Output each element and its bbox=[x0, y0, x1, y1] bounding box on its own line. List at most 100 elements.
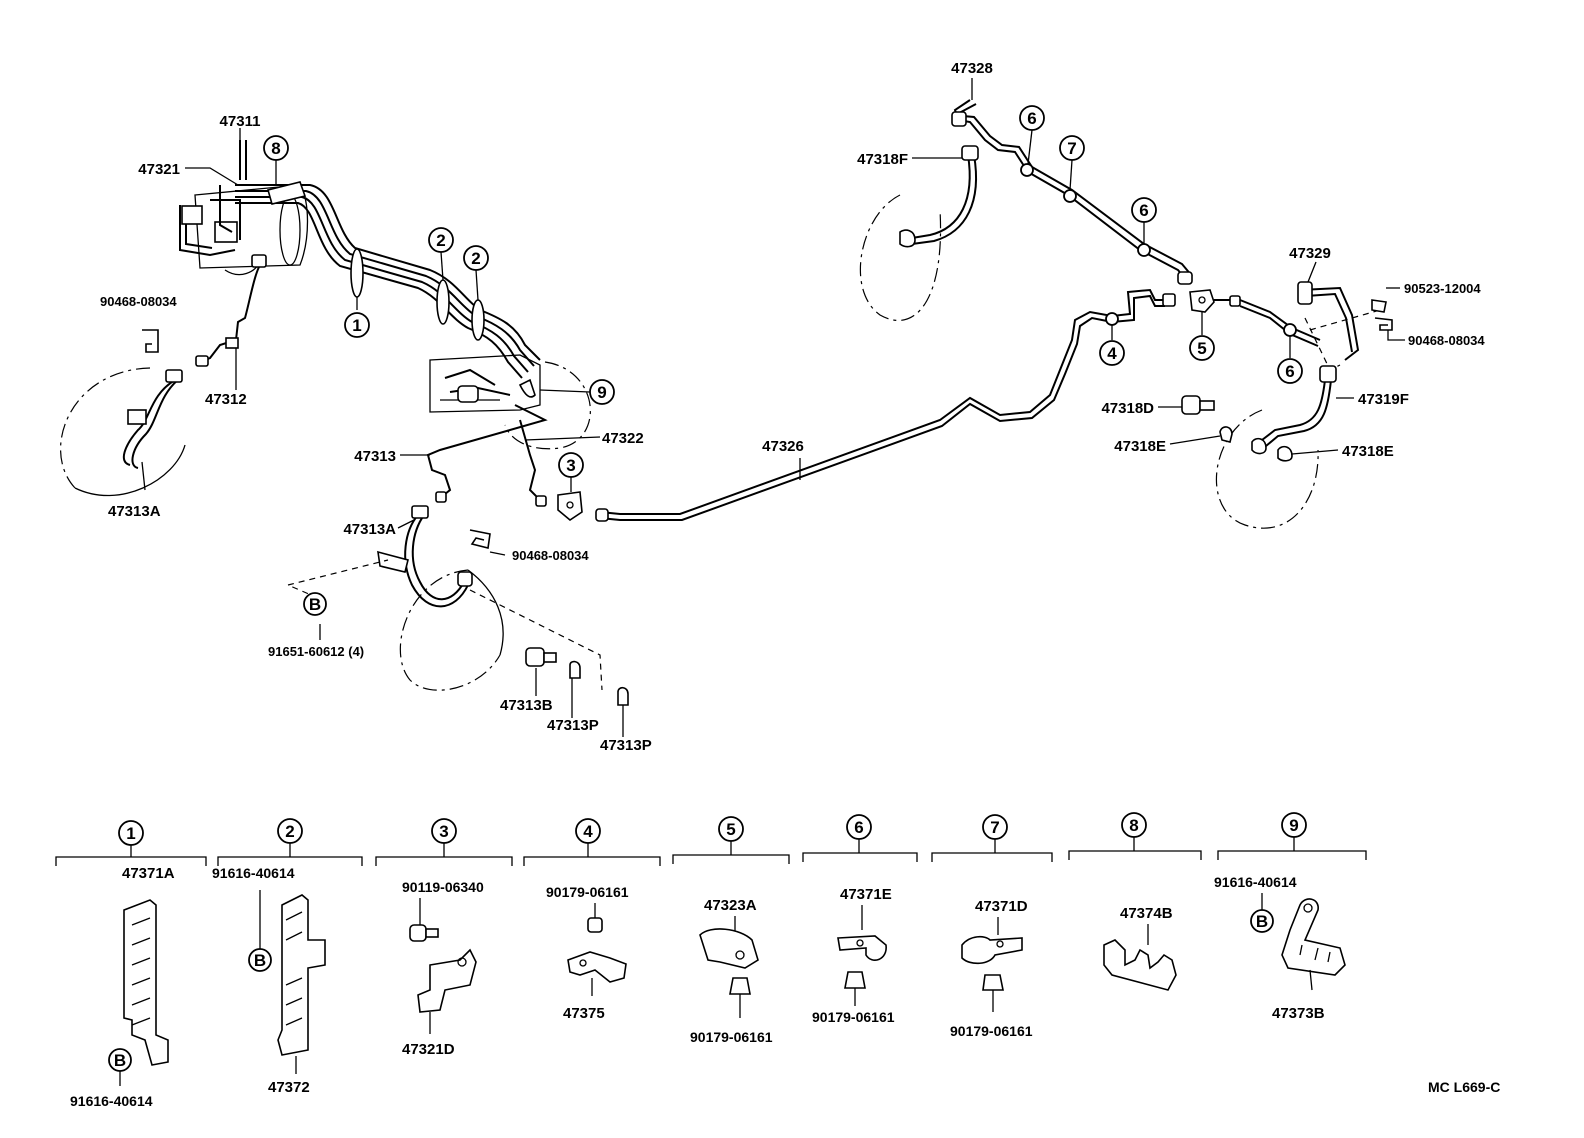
clip-90468-center bbox=[469, 529, 491, 549]
svg-text:9: 9 bbox=[597, 383, 606, 402]
legend-item-4: 4 90179-06161 47375 bbox=[523, 818, 661, 1022]
callouts-main: 8 1 2 2 9 3 B 6 bbox=[263, 105, 1303, 616]
label-47313: 47313 bbox=[354, 448, 396, 465]
legend-5-part-a: 47323A bbox=[704, 897, 757, 914]
label-47313A-mid: 47313A bbox=[343, 521, 396, 538]
pipe-47328 bbox=[951, 99, 1193, 285]
legend-7-part-a: 47371D bbox=[975, 898, 1028, 915]
label-47322: 47322 bbox=[602, 430, 644, 447]
callout-7-top: 7 bbox=[1059, 135, 1085, 161]
legend-1-part-b: 91616-40614 bbox=[70, 1093, 153, 1109]
main-pipe-bundle bbox=[219, 140, 541, 379]
svg-text:2: 2 bbox=[471, 249, 480, 268]
label-47311: 47311 bbox=[220, 113, 261, 130]
label-47328: 47328 bbox=[951, 60, 993, 77]
legend-item-6: 6 47371E 90179-06161 bbox=[802, 814, 918, 1025]
legend-7-part-b: 90179-06161 bbox=[950, 1023, 1033, 1039]
svg-text:7: 7 bbox=[1067, 139, 1076, 158]
label-47312: 47312 bbox=[205, 391, 247, 408]
svg-text:B: B bbox=[114, 1051, 126, 1070]
pipe-47326 bbox=[595, 288, 1176, 522]
rear-junction-5 bbox=[1189, 289, 1241, 313]
svg-text:4: 4 bbox=[583, 822, 593, 841]
callout-6-top-b: 6 bbox=[1131, 197, 1157, 223]
label-47318D: 47318D bbox=[1101, 400, 1154, 417]
rear-right-pipe-47329 bbox=[1239, 281, 1393, 371]
svg-text:7: 7 bbox=[990, 818, 999, 837]
legend-6-part-b: 90179-06161 bbox=[812, 1009, 895, 1025]
callout-6-top-a: 6 bbox=[1019, 105, 1045, 131]
label-90468-right: 90468-08034 bbox=[1408, 333, 1485, 348]
label-47313P-a: 47313P bbox=[547, 717, 599, 734]
callout-2-main-b: 2 bbox=[463, 245, 489, 271]
svg-text:6: 6 bbox=[1285, 362, 1294, 381]
svg-text:6: 6 bbox=[1027, 109, 1036, 128]
legend-6-part-a: 47371E bbox=[840, 886, 892, 903]
label-90468-center: 90468-08034 bbox=[512, 548, 589, 563]
svg-text:6: 6 bbox=[1139, 201, 1148, 220]
svg-text:1: 1 bbox=[126, 824, 135, 843]
master-cylinder-block bbox=[179, 184, 309, 276]
part-labels-main: 47328 47318F 47311 4 7 3 2 1 90468-08034 473… bbox=[100, 60, 1485, 754]
legend-item-2: 2 91616-40614 B 47372 bbox=[212, 818, 363, 1096]
svg-text:5: 5 bbox=[726, 820, 735, 839]
callout-4-rear: 4 bbox=[1099, 340, 1125, 366]
legend-1-part-a: 47371A bbox=[122, 865, 175, 882]
svg-text:B: B bbox=[1256, 912, 1268, 931]
callout-6-rear: 6 bbox=[1277, 358, 1303, 384]
label-91651: 91651-60612 (4) bbox=[268, 644, 364, 659]
label-47313P-b: 47313P bbox=[600, 737, 652, 754]
label-47318E-b: 47318E bbox=[1342, 443, 1394, 460]
label-90523: 90523-12004 bbox=[1404, 281, 1481, 296]
clip-90468-left bbox=[142, 329, 159, 353]
rear-left-wheel bbox=[859, 145, 979, 321]
callout-b-main: B bbox=[303, 592, 327, 616]
svg-text:3: 3 bbox=[439, 822, 448, 841]
callout-9-main: 9 bbox=[589, 379, 615, 405]
legend-item-7: 7 47371D 90179-06161 bbox=[931, 814, 1053, 1039]
label-47319F: 47319F bbox=[1358, 391, 1409, 408]
legend-item-5: 5 47323A 90179-06161 bbox=[672, 816, 790, 1045]
legend: 1 47371A B 91616-40614 2 91616-40614 B 4… bbox=[55, 812, 1367, 1109]
legend-8-part-a: 47374B bbox=[1120, 905, 1173, 922]
legend-9-part-b: 47373B bbox=[1272, 1005, 1325, 1022]
legend-4-part-a: 90179-06161 bbox=[546, 884, 629, 900]
legend-2-part-b: 47372 bbox=[268, 1079, 310, 1096]
label-90468-left: 90468-08034 bbox=[100, 294, 177, 309]
legend-4-part-b: 47375 bbox=[563, 1005, 605, 1022]
callout-1-main: 1 bbox=[344, 312, 370, 338]
clip-3-center bbox=[557, 491, 583, 521]
legend-2-part-a: 91616-40614 bbox=[212, 865, 295, 881]
svg-text:B: B bbox=[309, 595, 321, 614]
legend-3-part-a: 90119-06340 bbox=[402, 879, 484, 895]
diagram-code: MC L669-C bbox=[1428, 1079, 1500, 1095]
caliper-bolts bbox=[525, 647, 629, 706]
leader-lines bbox=[141, 78, 1405, 737]
label-47313A-left: 47313A bbox=[108, 503, 161, 520]
svg-text:B: B bbox=[254, 951, 266, 970]
callout-2-main-a: 2 bbox=[428, 227, 454, 253]
svg-text:2: 2 bbox=[436, 231, 445, 250]
callout-5-rear: 5 bbox=[1189, 335, 1215, 361]
legend-item-9: 9 91616-40614 B 47373B bbox=[1214, 812, 1367, 1022]
legend-5-part-b: 90179-06161 bbox=[690, 1029, 773, 1045]
svg-text:6: 6 bbox=[854, 818, 863, 837]
svg-text:1: 1 bbox=[352, 316, 361, 335]
svg-text:2: 2 bbox=[285, 822, 294, 841]
svg-text:3: 3 bbox=[566, 456, 575, 475]
svg-text:9: 9 bbox=[1289, 816, 1298, 835]
legend-3-part-b: 47321D bbox=[402, 1041, 455, 1058]
pipe-47312 bbox=[195, 254, 267, 367]
left-front-wheel bbox=[59, 367, 186, 497]
svg-text:5: 5 bbox=[1197, 339, 1206, 358]
legend-item-8: 8 47374B bbox=[1068, 812, 1202, 991]
rear-bolts bbox=[1181, 395, 1233, 443]
mid-front-wheel bbox=[287, 505, 603, 691]
callout-8-main: 8 bbox=[263, 135, 289, 161]
center-actuator bbox=[426, 354, 591, 507]
label-47318E-a: 47318E bbox=[1114, 438, 1166, 455]
callout-3-main: 3 bbox=[558, 452, 584, 478]
label-47318F: 47318F bbox=[857, 151, 908, 168]
rear-right-wheel bbox=[1215, 365, 1337, 529]
